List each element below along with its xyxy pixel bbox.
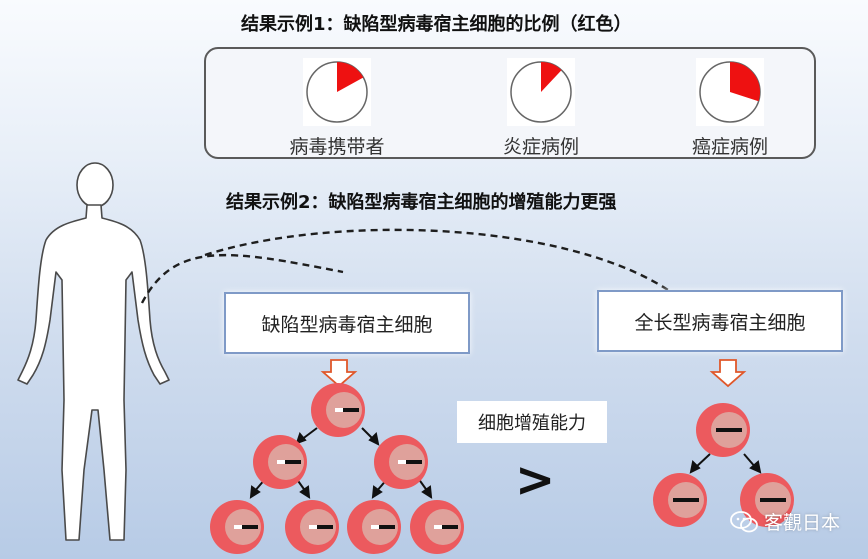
- result-example-1-title: 结果示例1：缺陷型病毒宿主细胞的比例（红色）: [241, 14, 632, 35]
- pie-card-cancer: 癌症病例: [655, 58, 805, 159]
- pie-label-inflammation: 炎症病例: [502, 136, 579, 158]
- dashed-connector-to-full: [204, 228, 669, 292]
- pie-slice-red: [337, 62, 364, 92]
- watermark: 客觀日本: [730, 508, 840, 535]
- pie-chart-carrier: [306, 61, 368, 123]
- cell-defective-parent: [311, 383, 365, 437]
- pie-slice-red: [730, 62, 760, 102]
- pie-chart-cancer: [699, 61, 761, 123]
- cell-defective-gen3-3: [347, 500, 401, 554]
- watermark-text: 客觀日本: [764, 512, 841, 534]
- proliferation-label: 细胞增殖能力: [457, 401, 607, 443]
- human-body-icon: [17, 162, 170, 541]
- cell-defective-gen3-2: [285, 500, 339, 554]
- full-length-host-cell-box: 全长型病毒宿主细胞: [597, 290, 843, 352]
- greater-than-sign: >: [515, 452, 556, 508]
- down-arrow-icon: [709, 359, 747, 388]
- cell-full-parent: [696, 403, 750, 457]
- cell-defective-gen3-4: [410, 500, 464, 554]
- pie-card-inflammation: 炎症病例: [466, 58, 616, 159]
- wechat-icon: [730, 510, 758, 534]
- pie-label-cancer: 癌症病例: [691, 136, 768, 158]
- pie-chart-inflammation: [510, 61, 572, 123]
- pie-label-carrier: 病毒携带者: [289, 136, 385, 158]
- result-example-2-title: 结果示例2：缺陷型病毒宿主细胞的增殖能力更强: [226, 192, 617, 213]
- cell-defective-gen3-1: [210, 500, 264, 554]
- cell-full-child-left: [653, 473, 707, 527]
- cell-defective-gen2-left: [253, 435, 307, 489]
- cell-defective-gen2-right: [374, 435, 428, 489]
- defective-host-cell-box: 缺陷型病毒宿主细胞: [224, 292, 470, 354]
- dashed-connector-to-defective: [140, 253, 344, 304]
- pie-card-carrier: 病毒携带者: [262, 58, 412, 159]
- cell-full-child-right: [740, 473, 794, 527]
- down-arrow-icon: [320, 359, 358, 388]
- pie-slice-red: [541, 62, 562, 92]
